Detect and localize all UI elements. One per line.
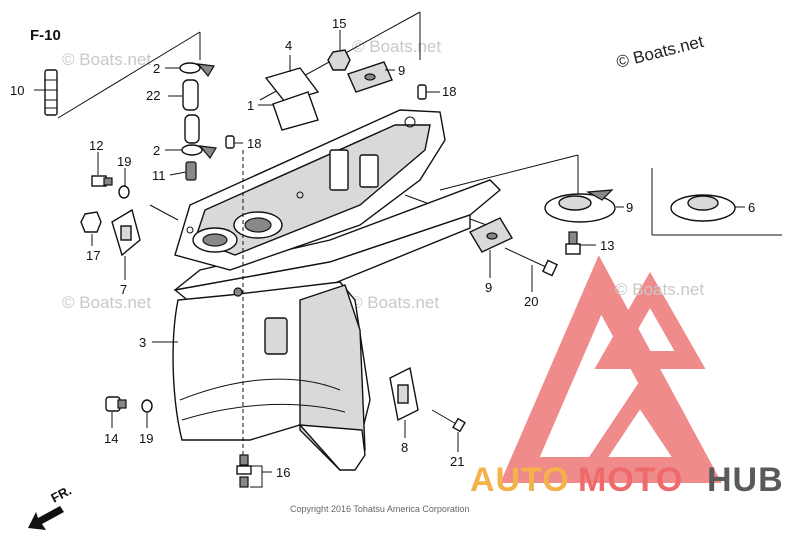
callout-6: 7 — [120, 282, 127, 297]
callout-19: 19 — [139, 431, 153, 446]
plug-part — [105, 396, 127, 412]
callout-12: 12 — [89, 138, 103, 153]
callout-9: 9 — [485, 280, 492, 295]
watermark-text: © Boats.net — [615, 280, 704, 299]
copyright-text: Copyright 2016 Tohatsu America Corporati… — [290, 504, 469, 514]
grommet-part — [185, 161, 197, 181]
front-direction-arrow: FR. — [28, 483, 74, 530]
callout-10: 10 — [10, 83, 24, 98]
callout-8: 9 — [626, 200, 633, 215]
automotohub-logo: AUTO MOTO HUB — [470, 461, 784, 499]
gear-case-housing — [172, 179, 502, 471]
boats-net-brand: © Boats.net — [614, 32, 705, 72]
bolt-part — [236, 454, 252, 488]
screw-part — [431, 409, 466, 433]
callout-21: 21 — [450, 454, 464, 469]
callout-13: 13 — [600, 238, 614, 253]
callout-18: 18 — [247, 136, 261, 151]
callout-11: 11 — [152, 168, 166, 183]
cover-plate-part — [111, 208, 141, 257]
callout-14: 14 — [104, 431, 118, 446]
pin-part — [225, 135, 235, 149]
direction-label: FR. — [48, 483, 74, 506]
seal-plate-part — [272, 91, 319, 131]
callout-22: 22 — [146, 88, 160, 103]
bolt-part — [504, 247, 558, 277]
callout-7: 8 — [401, 440, 408, 455]
callout-17: 17 — [86, 248, 100, 263]
anode-block-part — [347, 61, 393, 93]
callout-16: 15 — [332, 16, 346, 31]
logo-word-moto: MOTO — [578, 461, 683, 499]
nut-part — [80, 211, 102, 233]
callout-1: 1 — [247, 98, 254, 113]
hose-part — [182, 79, 200, 144]
clamp-part — [179, 62, 215, 78]
callout-18: 18 — [442, 84, 456, 99]
callout-2: 2 — [153, 61, 160, 76]
trim-tab-part — [544, 189, 616, 223]
bolt-part — [91, 175, 113, 187]
watermark-text: © Boats.net — [352, 37, 441, 56]
callout-5: 6 — [748, 200, 755, 215]
callout-4: 4 — [285, 38, 292, 53]
logo-word-hub: HUB — [707, 461, 784, 499]
skeg — [298, 424, 366, 471]
callout-leaders — [34, 30, 745, 488]
callout-19: 19 — [117, 154, 131, 169]
watermark-text: © Boats.net — [62, 293, 151, 312]
anode-ring-part — [670, 194, 736, 222]
watermark-text: © Boats.net — [350, 293, 439, 312]
logo-word-auto: AUTO — [470, 461, 570, 499]
pin-part — [417, 84, 427, 100]
callout-9: 9 — [398, 63, 405, 78]
callout-20: 20 — [524, 294, 538, 309]
cover-plate-part — [389, 366, 419, 422]
callout-3: 3 — [139, 335, 146, 350]
callout-2: 2 — [153, 143, 160, 158]
clamp-part — [181, 144, 217, 160]
automotohub-logo-triangle — [500, 255, 722, 483]
anode-block-part — [469, 217, 513, 253]
callout-15: 16 — [276, 465, 290, 480]
watermark-text: © Boats.net — [62, 50, 151, 69]
section-code: F-10 — [30, 27, 61, 44]
washer-part — [118, 185, 130, 199]
washer-part — [141, 399, 153, 413]
water-tube-part — [44, 69, 58, 116]
nut-part — [327, 49, 351, 71]
bolt-part — [565, 231, 581, 255]
